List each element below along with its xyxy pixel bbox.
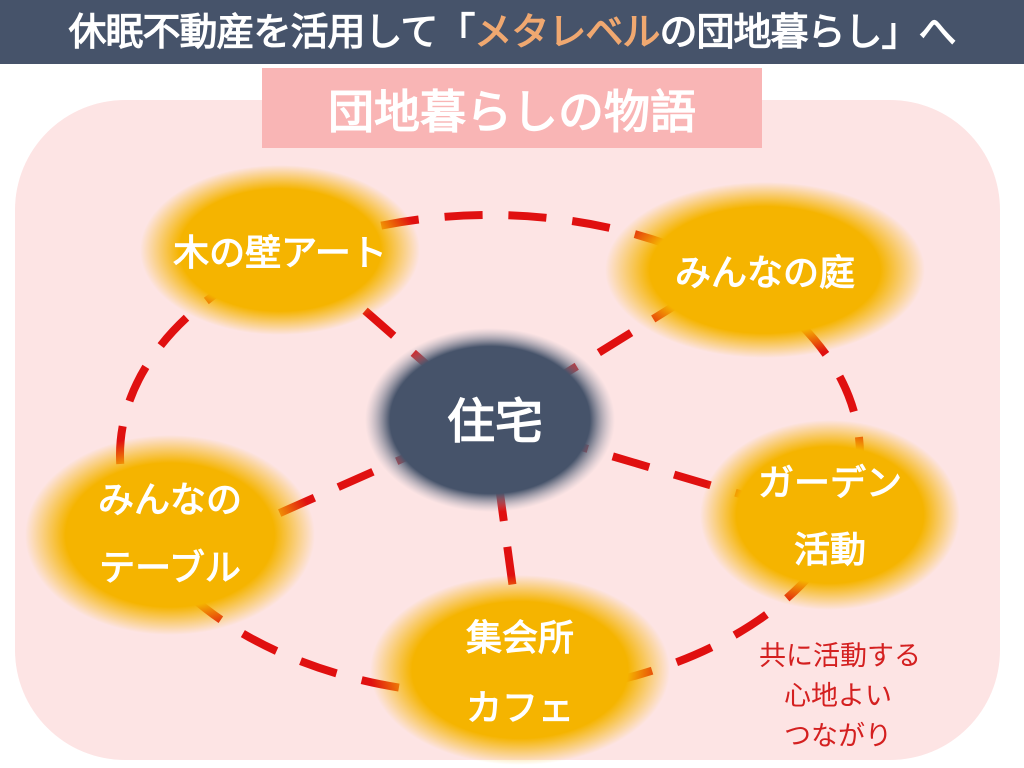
node-label: カフェ bbox=[466, 688, 574, 729]
center-label: 住宅 bbox=[447, 394, 543, 450]
panel-title-box bbox=[262, 68, 762, 148]
title-part: 休眠不動産を活用して「 bbox=[68, 10, 476, 54]
panel-title: 団地暮らしの物語 bbox=[328, 85, 696, 139]
node-label: テーブル bbox=[99, 547, 241, 589]
node-shared-garden bbox=[605, 182, 925, 358]
node-label: 木の壁アート bbox=[173, 233, 387, 274]
node-meeting-cafe bbox=[370, 575, 670, 765]
note-line: 共に活動する bbox=[759, 641, 921, 672]
node-garden-activity bbox=[700, 420, 960, 610]
note-line: 心地よい bbox=[784, 681, 892, 712]
node-label: 活動 bbox=[794, 530, 866, 571]
title-accent: メタレベル bbox=[474, 10, 660, 54]
connection-line bbox=[488, 416, 762, 504]
note-line: つながり bbox=[784, 721, 892, 752]
node-wood-wall-art bbox=[140, 165, 420, 335]
node-label: ガーデン bbox=[758, 462, 902, 504]
node-shared-table bbox=[25, 435, 315, 635]
node-label: みんなの庭 bbox=[675, 253, 855, 294]
node-label: 集会所 bbox=[465, 618, 574, 659]
title-part: の団地暮らし」へ bbox=[659, 10, 956, 54]
connection-line bbox=[228, 416, 492, 539]
node-center-housing bbox=[365, 328, 615, 512]
node-label: みんなの bbox=[98, 480, 242, 521]
header-title: 休眠不動産を活用して「メタレベルの団地暮らし」へ bbox=[0, 0, 1024, 64]
